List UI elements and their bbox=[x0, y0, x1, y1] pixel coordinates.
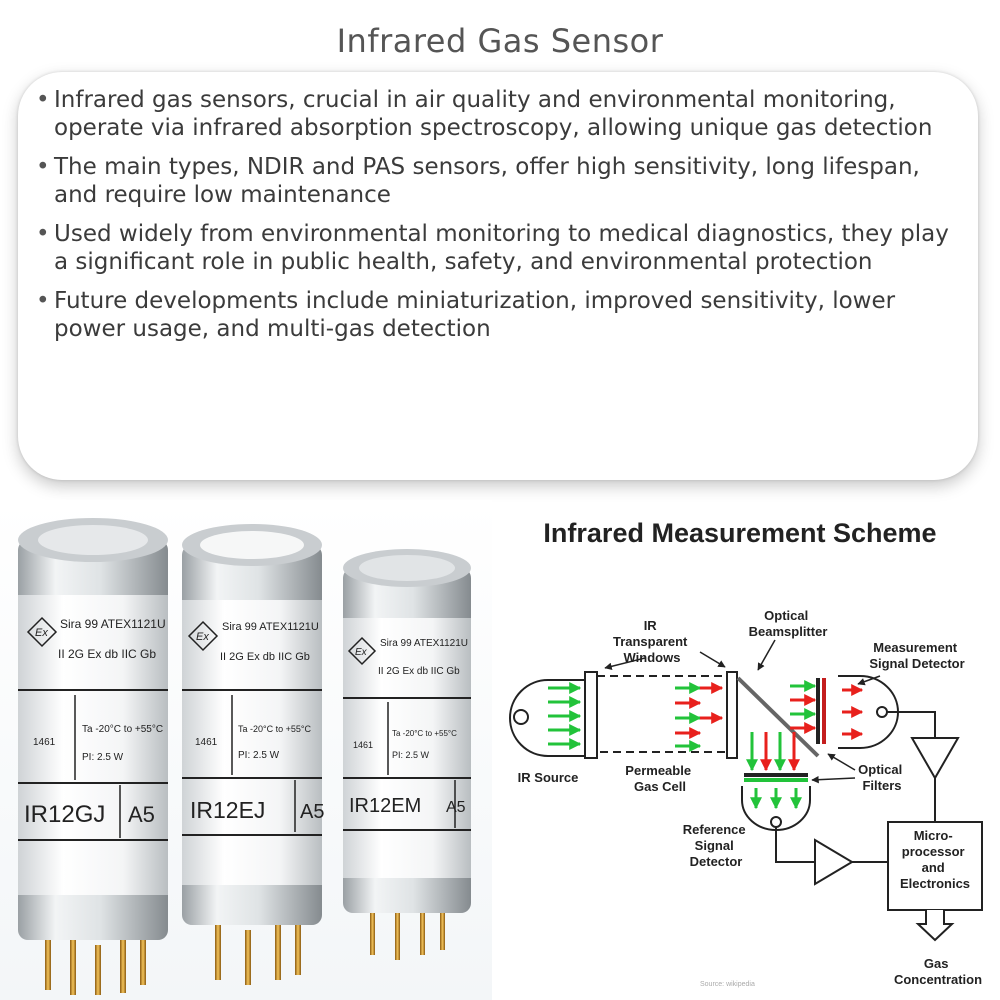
bullet-list: Infrared gas sensors, crucial in air qua… bbox=[30, 86, 960, 354]
measurement-beam-arrows bbox=[790, 680, 817, 734]
sensor-model: IR12GJ bbox=[24, 801, 105, 828]
sensor-cert: Sira 99 ATEX1121U bbox=[380, 638, 468, 649]
ex-mark: Ex bbox=[355, 647, 368, 658]
gas-cell bbox=[596, 675, 728, 753]
sensor-temp: Ta -20°C to +55°C bbox=[82, 724, 163, 735]
output-arrow bbox=[915, 910, 955, 942]
processor-label: Micro- processor and Electronics bbox=[900, 828, 970, 891]
measurement-amplifier bbox=[910, 737, 960, 781]
sensor-cert: Sira 99 ATEX1121U bbox=[60, 617, 166, 631]
beamsplitter-label: Optical Beamsplitter bbox=[749, 608, 828, 639]
sensor-temp: Ta -20°C to +55°C bbox=[238, 724, 311, 734]
sensor-group: II 2G Ex db IIC Gb bbox=[58, 647, 156, 661]
optical-filters-label: Optical Filters bbox=[858, 762, 906, 793]
sensor-model: IR12EJ bbox=[190, 797, 265, 823]
sensor-num: 1461 bbox=[353, 740, 373, 750]
measurement-scheme-diagram: IR Transparent Windows Optical Beamsplit… bbox=[509, 608, 983, 988]
ex-mark: Ex bbox=[196, 631, 209, 643]
reference-amplifier bbox=[814, 838, 854, 886]
measurement-detector-label: Measurement Signal Detector bbox=[869, 640, 964, 671]
gas-cell-label: Permeable Gas Cell bbox=[625, 763, 694, 794]
sensor-num: 1461 bbox=[33, 737, 56, 748]
sensor-1: Ex Sira 99 ATEX1121U II 2G Ex db IIC Gb … bbox=[18, 518, 168, 995]
measurement-filter bbox=[822, 678, 826, 744]
bullet-item: Future developments include miniaturizat… bbox=[30, 287, 960, 343]
bullet-item: The main types, NDIR and PAS sensors, of… bbox=[30, 153, 960, 209]
sensor-num: 1461 bbox=[195, 737, 218, 748]
sensor-temp: Ta -20°C to +55°C bbox=[392, 729, 457, 738]
beamsplitter bbox=[736, 676, 820, 758]
ir-source-reflector bbox=[509, 679, 549, 757]
reference-detector-label: Reference Signal Detector bbox=[683, 822, 750, 869]
cell-arrows bbox=[675, 682, 724, 752]
bullet-item: Infrared gas sensors, crucial in air qua… bbox=[30, 86, 960, 142]
reference-filter bbox=[744, 778, 808, 782]
ir-window-right bbox=[726, 671, 738, 759]
sensor-power: PI: 2.5 W bbox=[82, 752, 124, 763]
gas-concentration-label: Gas Concentration bbox=[894, 956, 982, 987]
page-title: Infrared Gas Sensor bbox=[336, 22, 664, 60]
sensor-3: Ex Sira 99 ATEX1121U II 2G Ex db IIC Gb … bbox=[343, 549, 471, 960]
sensor-group: II 2G Ex db IIC Gb bbox=[378, 666, 460, 677]
ir-source-label: IR Source bbox=[518, 770, 579, 785]
bullet-item: Used widely from environmental monitorin… bbox=[30, 220, 960, 276]
sensor-suffix: A5 bbox=[128, 802, 155, 827]
source-beam-arrows bbox=[548, 682, 582, 750]
sensor-model: IR12EM bbox=[349, 795, 421, 817]
ir-window-left bbox=[584, 671, 598, 759]
sensor-group: II 2G Ex db IIC Gb bbox=[220, 651, 310, 663]
ir-source-lamp bbox=[513, 709, 529, 725]
sensor-suffix: A5 bbox=[300, 801, 324, 823]
sensor-cert: Sira 99 ATEX1121U bbox=[222, 621, 319, 633]
sensor-photo: Ex Sira 99 ATEX1121U II 2G Ex db IIC Gb … bbox=[0, 500, 492, 1000]
source-credit: Source: wikipedia bbox=[700, 981, 755, 988]
scheme-title: Infrared Measurement Scheme bbox=[543, 518, 937, 548]
processor-box bbox=[887, 821, 983, 911]
sensor-suffix: A5 bbox=[446, 799, 466, 816]
ex-mark: Ex bbox=[35, 627, 48, 639]
sensor-power: PI: 2.5 W bbox=[238, 750, 280, 761]
sensor-power: PI: 2.5 W bbox=[392, 750, 430, 760]
ir-windows-label: IR Transparent Windows bbox=[613, 618, 691, 665]
sensor-2: Ex Sira 99 ATEX1121U II 2G Ex db IIC Gb … bbox=[182, 524, 324, 985]
reference-beam-arrows bbox=[746, 732, 800, 772]
